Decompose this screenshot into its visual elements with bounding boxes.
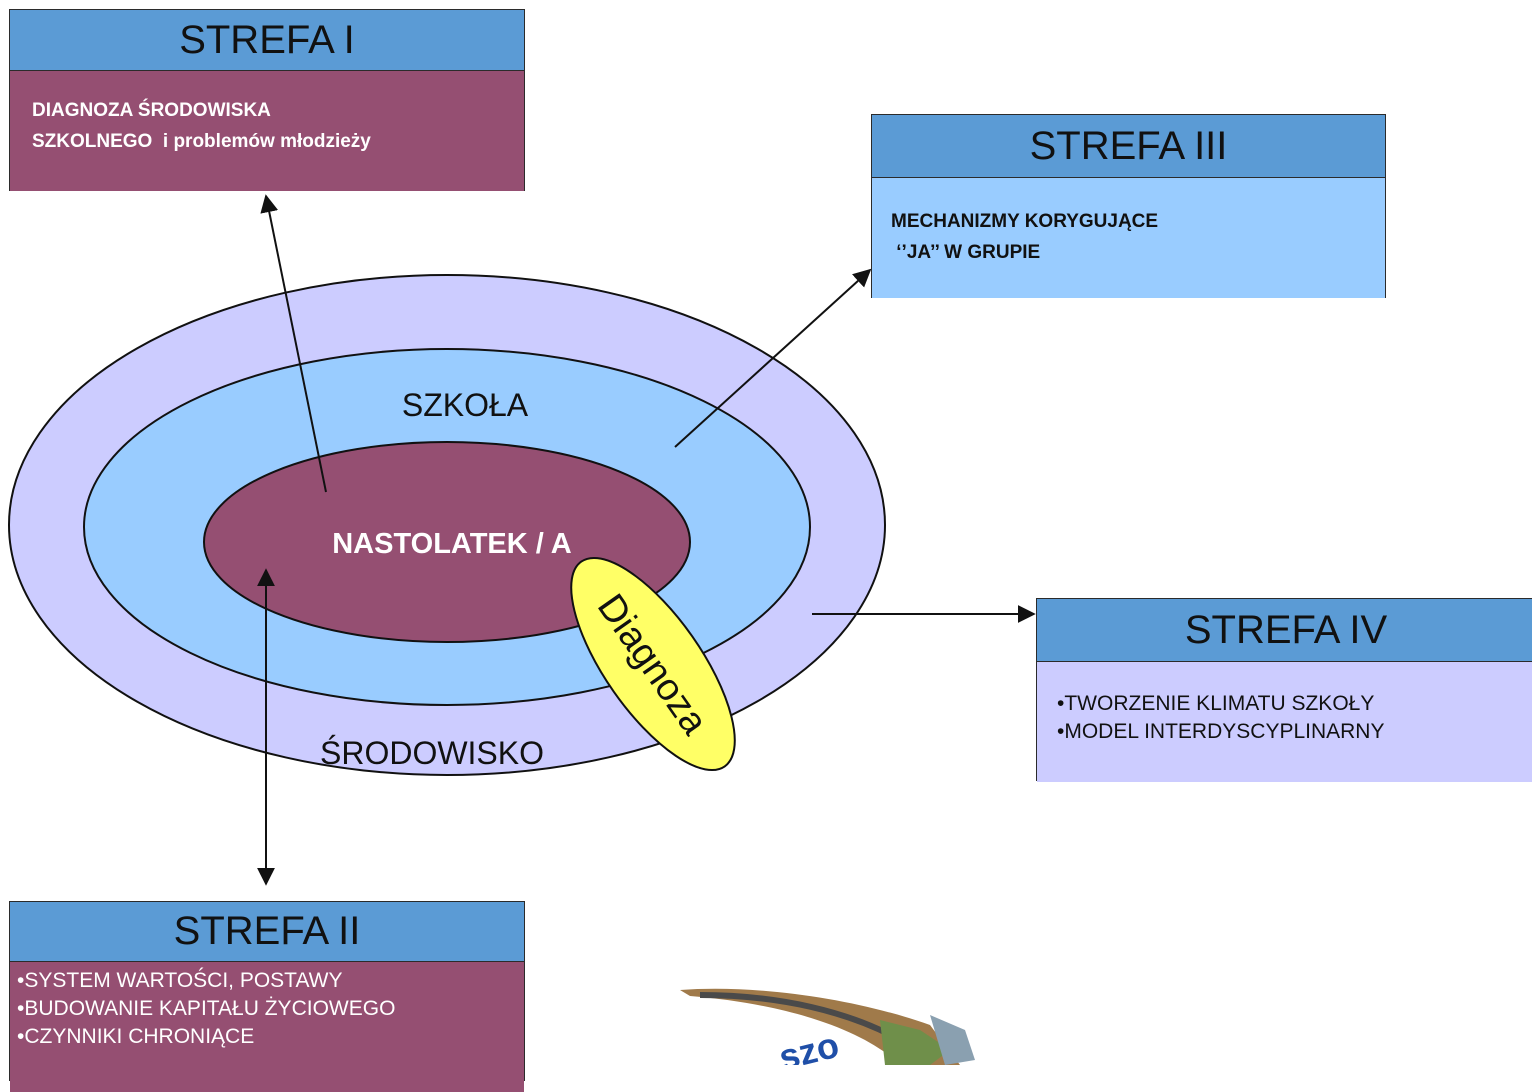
strefa-1-title: STREFA I	[10, 10, 524, 71]
strefa-2-box: STREFA II SYSTEM WARTOŚCI, POSTAWY BUDOW…	[9, 901, 525, 1092]
strefa-3-title: STREFA III	[872, 115, 1385, 178]
arrow-to-strefa-3	[674, 268, 872, 448]
strefa-4-box: STREFA IV TWORZENIE KLIMATU SZKOŁY MODEL…	[1036, 598, 1532, 782]
strefa-3-body: MECHANIZMY KORYGUJĄCE ‘’JA’’ W GRUPIE	[872, 178, 1385, 298]
list-item: BUDOWANIE KAPITAŁU ŻYCIOWEGO	[17, 995, 524, 1023]
svg-text:szo: szo	[775, 1024, 843, 1065]
school-label: SZKOŁA	[402, 387, 529, 423]
strefa-1-box: STREFA I DIAGNOZA ŚRODOWISKA SZKOLNEGO i…	[9, 9, 525, 191]
ring-diagram: SZKOŁA ŚRODOWISKO NASTOLATEK / A Diagnoz…	[8, 194, 1036, 1065]
strefa-3-line: MECHANIZMY KORYGUJĄCE	[891, 211, 1159, 232]
strefa-3-box: STREFA III MECHANIZMY KORYGUJĄCE ‘’JA’’ …	[871, 114, 1386, 298]
strefa-2-list: SYSTEM WARTOŚCI, POSTAWY BUDOWANIE KAPIT…	[10, 962, 524, 1092]
strefa-1-line: DIAGNOZA ŚRODOWISKA	[32, 100, 271, 121]
decorative-road-graphic: szo	[680, 988, 975, 1065]
list-item: CZYNNIKI CHRONIĄCE	[17, 1023, 524, 1051]
list-item: SYSTEM WARTOŚCI, POSTAWY	[17, 967, 524, 995]
strefa-2-title: STREFA II	[10, 902, 524, 962]
strefa-1-line: SZKOLNEGO i problemów młodzieży	[32, 131, 371, 152]
list-item: MODEL INTERDYSCYPLINARNY	[1057, 718, 1532, 746]
list-item: TWORZENIE KLIMATU SZKOŁY	[1057, 690, 1532, 718]
teenager-label: NASTOLATEK / A	[332, 528, 572, 560]
strefa-1-body: DIAGNOZA ŚRODOWISKA SZKOLNEGO i problemó…	[10, 71, 524, 191]
environment-label: ŚRODOWISKO	[320, 735, 544, 771]
strefa-3-line: ‘’JA’’ W GRUPIE	[891, 242, 1041, 263]
strefa-4-list: TWORZENIE KLIMATU SZKOŁY MODEL INTERDYSC…	[1037, 662, 1532, 782]
arrow-to-strefa-1	[260, 194, 327, 493]
strefa-4-title: STREFA IV	[1037, 599, 1532, 662]
